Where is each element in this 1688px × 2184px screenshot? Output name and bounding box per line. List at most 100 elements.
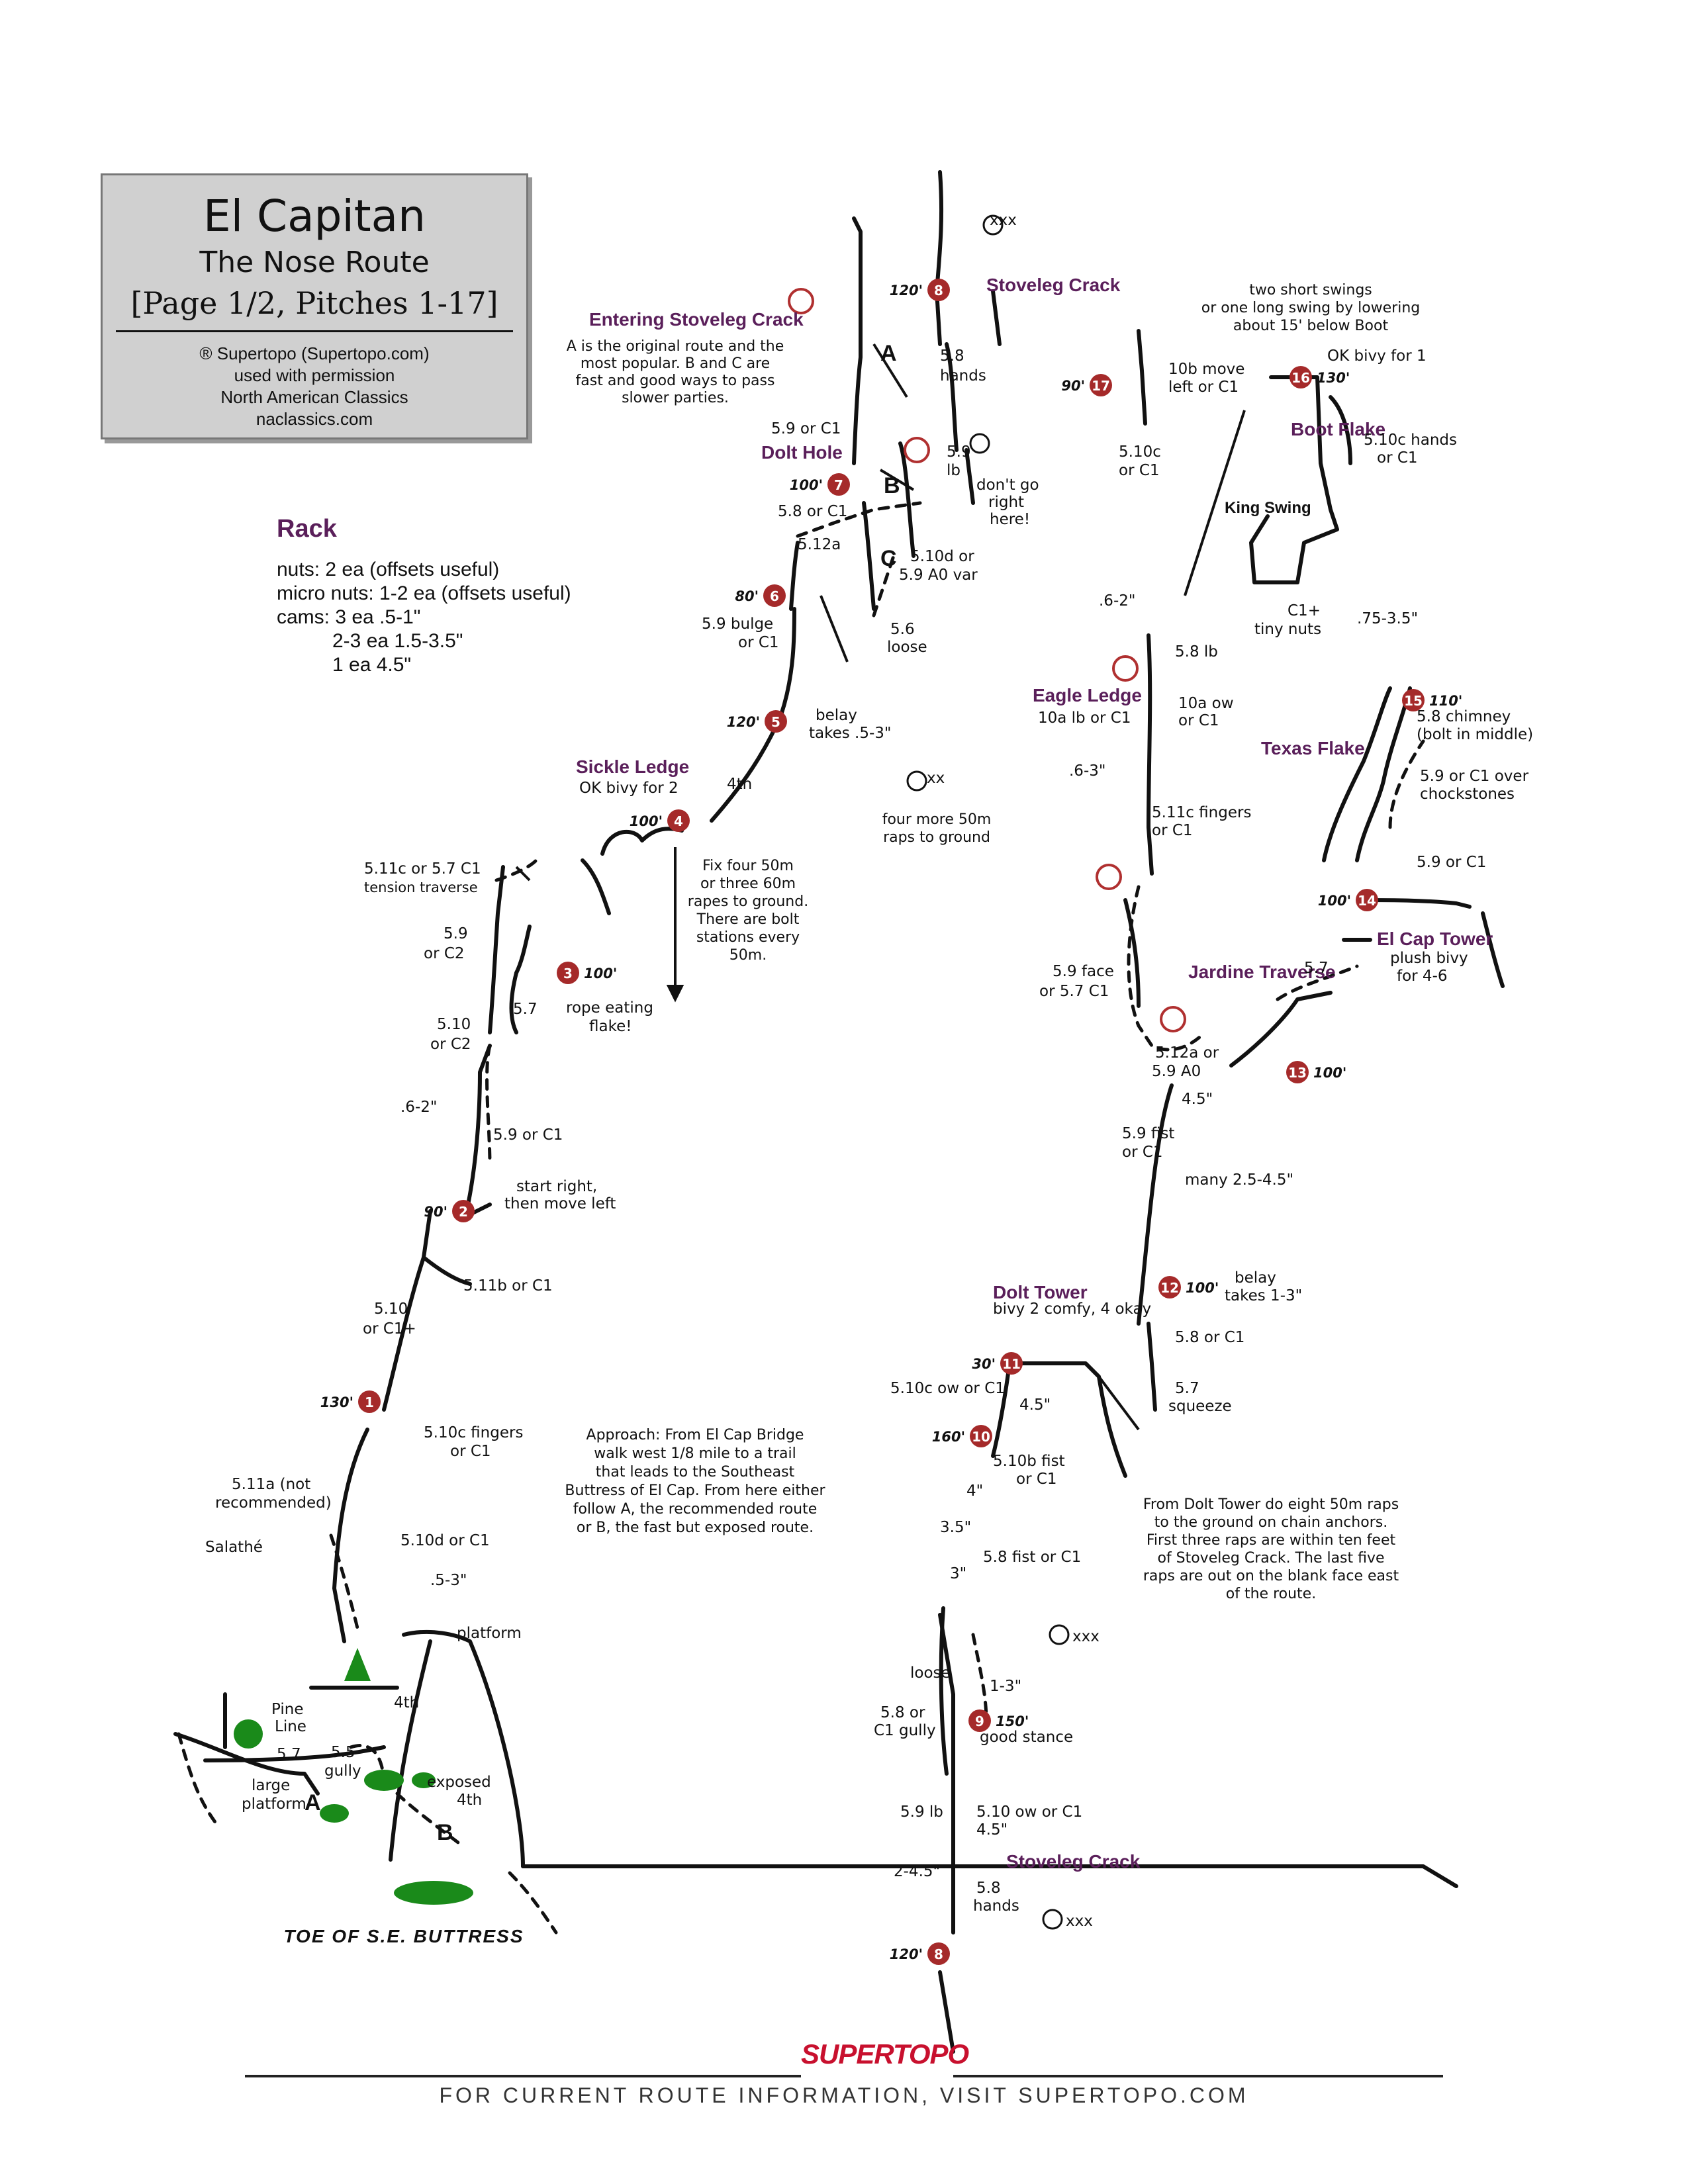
- crack-p12-low: [1147, 1322, 1157, 1412]
- svg-text:5.9 A0: 5.9 A0: [1152, 1063, 1201, 1080]
- svg-text:takes 1-3": takes 1-3": [1225, 1287, 1302, 1304]
- svg-text:5.9 fist: 5.9 fist: [1122, 1125, 1174, 1142]
- crack-p2: [465, 1044, 492, 1213]
- svg-text:.75-3.5": .75-3.5": [1357, 610, 1418, 627]
- svg-text:Line: Line: [275, 1718, 306, 1735]
- note-fix-4: There are bolt: [696, 911, 800, 928]
- note-approach-2: walk west 1/8 mile to a trail: [594, 1445, 796, 1462]
- dash-jardine: [1127, 885, 1207, 1052]
- note-dolt-raps-1: From Dolt Tower do eight 50m raps: [1143, 1496, 1399, 1513]
- jardine-crack: [1123, 898, 1141, 1008]
- svg-text:5.8 lb: 5.8 lb: [1175, 643, 1218, 660]
- pitch-length: 100': [1313, 1065, 1346, 1081]
- note-entering-4: slower parties.: [622, 390, 729, 406]
- svg-text:C: C: [880, 546, 897, 571]
- belay-number: 2: [459, 1204, 468, 1220]
- dash-texas: [1388, 739, 1425, 829]
- crack-p6: [789, 541, 800, 611]
- arrow-bulge: [820, 595, 849, 662]
- svg-text:many 2.5-4.5": many 2.5-4.5": [1185, 1171, 1293, 1189]
- svg-text:5.9 or C1: 5.9 or C1: [771, 420, 841, 437]
- belay-marker-2: [452, 1200, 475, 1222]
- crack-p12: [1137, 1083, 1174, 1326]
- svg-text:start right,: start right,: [516, 1178, 597, 1195]
- belay-marker-7: [827, 473, 850, 496]
- credit-line-3: North American Classics: [220, 387, 408, 407]
- flake-p4: [581, 858, 611, 915]
- svg-text:left or C1: left or C1: [1168, 379, 1239, 396]
- texas-flake: [1322, 686, 1392, 862]
- svg-text:belay: belay: [1235, 1269, 1276, 1287]
- svg-text:OK bivy for 1: OK bivy for 1: [1327, 347, 1427, 365]
- rap-station-low: [1049, 1624, 1070, 1645]
- svg-text:or C1: or C1: [1152, 822, 1193, 839]
- crack-p13: [1229, 991, 1333, 1068]
- title-divider: [116, 330, 513, 332]
- rack-line-cams-2: 2-3 ea 1.5-3.5": [332, 630, 463, 652]
- svg-text:xx: xx: [927, 770, 945, 787]
- dash-c-var: [796, 501, 922, 538]
- belay-marker-16: [1289, 366, 1312, 388]
- svg-text:2-4.5": 2-4.5": [894, 1863, 940, 1880]
- feature-jardine-traverse: Jardine Traverse: [1188, 962, 1336, 982]
- svg-text:5.10: 5.10: [437, 1016, 471, 1033]
- svg-text:good stance: good stance: [980, 1729, 1073, 1746]
- svg-text:here!: here!: [990, 511, 1030, 528]
- sickle-ledge: [600, 827, 684, 856]
- note-fix-1: Fix four 50m: [702, 858, 794, 874]
- page-range: [Page 1/2, Pitches 1-17]: [130, 285, 498, 321]
- svg-text:5.12a: 5.12a: [798, 536, 841, 553]
- arrow-a-route: [872, 343, 908, 398]
- svg-text:OK bivy for 2: OK bivy for 2: [579, 780, 679, 797]
- note-dolt-raps-4: of Stoveleg Crack. The last five: [1157, 1550, 1384, 1567]
- svg-text:right: right: [988, 494, 1024, 511]
- svg-text:5.9 or C1 over: 5.9 or C1 over: [1420, 768, 1529, 785]
- svg-text:10a lb or C1: 10a lb or C1: [1038, 709, 1131, 727]
- buttress-center: [389, 1639, 432, 1862]
- svg-text:bivy 2 comfy, 4 okay: bivy 2 comfy, 4 okay: [993, 1300, 1151, 1318]
- el-cap-tower-ledge: [1362, 898, 1472, 909]
- credit-line-4: naclassics.com: [256, 409, 373, 429]
- svg-text:platform: platform: [242, 1796, 306, 1813]
- svg-text:10b move: 10b move: [1168, 361, 1244, 378]
- note-swings-3: about 15' below Boot: [1233, 318, 1389, 334]
- ledge-p1: [422, 1255, 472, 1286]
- pitch-length: 120': [890, 283, 923, 298]
- svg-text:xxx: xxx: [1072, 1628, 1100, 1645]
- svg-text:B: B: [884, 473, 900, 498]
- belay-marker-10: [970, 1425, 992, 1447]
- note-fix-6: 50m.: [729, 947, 767, 964]
- belay-number: 5: [771, 714, 780, 730]
- svg-text:plush bivy: plush bivy: [1390, 950, 1468, 967]
- note-fix-3: rapes to ground.: [688, 893, 808, 910]
- svg-text:xxx: xxx: [1066, 1913, 1093, 1930]
- pitch-length: 100': [1186, 1280, 1219, 1296]
- belay-marker-17: [1090, 374, 1112, 396]
- svg-text:5.11a (not: 5.11a (not: [232, 1476, 310, 1493]
- rap-station-bottom: [1042, 1909, 1063, 1930]
- svg-text:10a ow: 10a ow: [1178, 695, 1234, 712]
- bolt-circle-entering: [788, 288, 814, 314]
- feature-eagle-ledge: Eagle Ledge: [1033, 685, 1142, 705]
- svg-text:or C1: or C1: [1377, 449, 1418, 467]
- note-four-more-1: four more 50m: [882, 811, 992, 828]
- svg-text:4.5": 4.5": [1182, 1091, 1213, 1108]
- rap-station-top: [982, 214, 1004, 236]
- feature-entering-stoveleg: Entering Stoveleg Crack: [589, 309, 804, 330]
- pitch-length: 100': [1318, 893, 1351, 909]
- belay-number: 9: [975, 1713, 984, 1729]
- pitch-length: 90': [424, 1204, 447, 1220]
- bolt-circle-jardine: [1160, 1006, 1186, 1032]
- flake-p3: [514, 925, 532, 975]
- svg-text:or 5.7 C1: or 5.7 C1: [1039, 983, 1109, 1000]
- svg-text:or C1: or C1: [450, 1443, 491, 1460]
- pitch-length: 160': [932, 1429, 965, 1445]
- bolt-circle-b: [904, 437, 930, 463]
- note-approach-3: that leads to the Southeast: [596, 1464, 795, 1480]
- belay-number: 13: [1288, 1065, 1307, 1081]
- svg-text:4th: 4th: [394, 1694, 419, 1711]
- belay-marker-12: [1158, 1276, 1181, 1298]
- svg-text:.6-3": .6-3": [1069, 762, 1105, 780]
- footer-rule-left: [245, 2075, 801, 2077]
- svg-text:chockstones: chockstones: [1420, 786, 1515, 803]
